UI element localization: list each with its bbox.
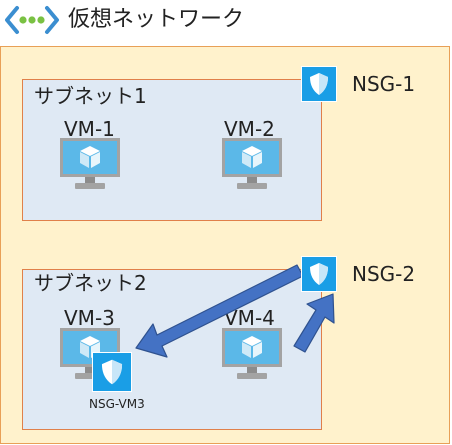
subnet-2-label: サブネット2 bbox=[34, 271, 147, 295]
arrow-vm4-to-nsg2 bbox=[293, 293, 335, 353]
vm-3-label: VM-3 bbox=[64, 306, 115, 330]
vm-2-label: VM-2 bbox=[224, 117, 275, 141]
vm-1-label: VM-1 bbox=[64, 117, 115, 141]
monitor-icon bbox=[222, 328, 282, 379]
subnet-1-label: サブネット1 bbox=[34, 84, 147, 108]
arrow-nsg2-to-vm3 bbox=[135, 264, 304, 358]
vnet-title: 仮想ネットワーク bbox=[68, 7, 245, 32]
nsg-2-label: NSG-2 bbox=[352, 262, 416, 286]
monitor-icon bbox=[60, 138, 120, 189]
shield-icon bbox=[92, 352, 132, 392]
vnet-icon bbox=[5, 6, 59, 34]
nsg-1-label: NSG-1 bbox=[352, 72, 416, 96]
monitor-icon bbox=[222, 138, 282, 189]
shield-icon bbox=[301, 66, 337, 102]
nsg-vm3-label: NSG-VM3 bbox=[89, 397, 145, 411]
shield-icon bbox=[301, 256, 337, 292]
